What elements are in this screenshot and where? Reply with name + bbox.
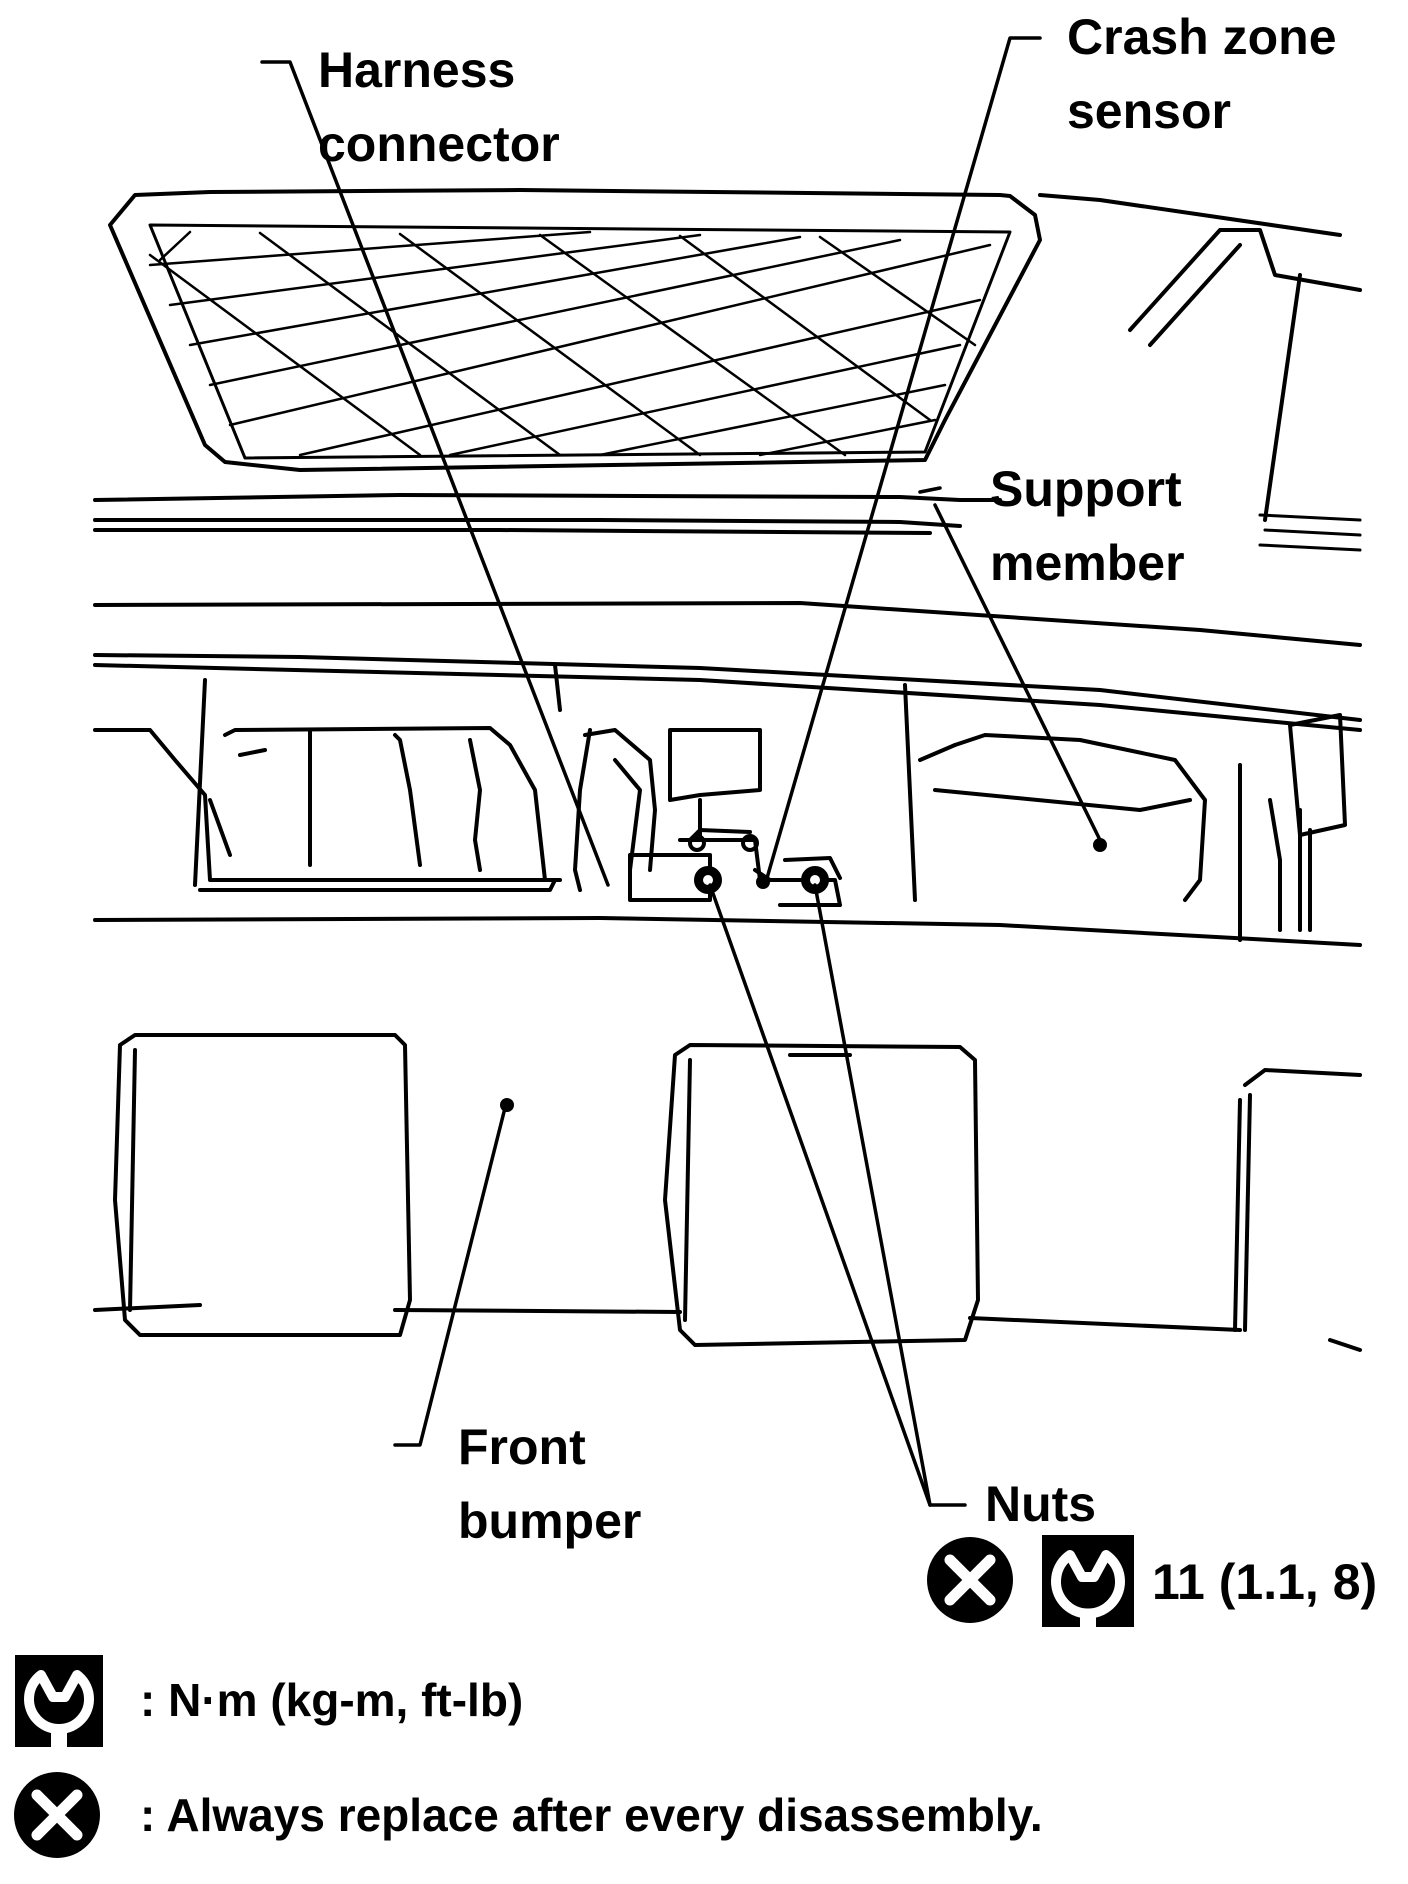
legend-torque-unit: : N·m (kg-m, ft-lb) (140, 1674, 524, 1726)
nut-left (694, 866, 722, 894)
front-bumper-body (93, 916, 1362, 1352)
replace-x-icon (927, 1537, 1013, 1623)
fender-panel (1038, 193, 1362, 552)
label-crash-zone-sensor: Crash zone sensor (1067, 9, 1337, 139)
support-member (93, 493, 1362, 942)
leader-dots (500, 838, 1107, 1112)
legend-replace-x-icon (14, 1772, 100, 1858)
lower-compartment (93, 713, 1347, 932)
legend-replace-note: : Always replace after every disassembly… (140, 1789, 1043, 1841)
label-front-bumper: Front bumper (458, 1419, 642, 1549)
label-support-member: Support member (990, 461, 1185, 591)
wrench-torque-icon (1042, 1535, 1134, 1627)
label-harness-connector: Harness connector (318, 42, 560, 172)
sensor-bracket (628, 828, 842, 907)
legend-wrench-torque-icon (15, 1655, 103, 1747)
torque-value: 11 (1.1, 8) (1152, 1554, 1378, 1610)
leader-lines (260, 36, 1102, 1507)
grille (108, 188, 1042, 472)
label-nuts: Nuts (985, 1476, 1097, 1532)
